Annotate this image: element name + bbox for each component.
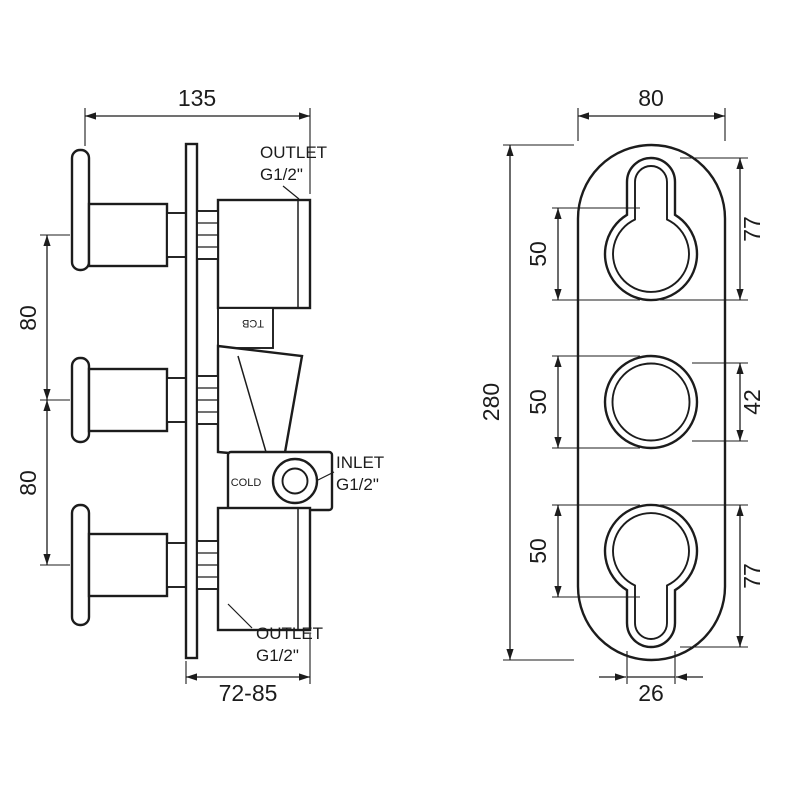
dim-width-135: 135 xyxy=(84,85,311,194)
dim-label: 80 xyxy=(638,85,664,111)
dim-label: 77 xyxy=(739,216,765,242)
cold-marking: COLD xyxy=(231,477,262,489)
port-label: OUTLET xyxy=(256,624,323,643)
tcb-marking: TCB xyxy=(242,317,264,329)
dim-label: 26 xyxy=(638,680,664,706)
handle-neck-bottom xyxy=(166,542,187,588)
dim-mid-inner-42: 42 xyxy=(692,362,765,442)
wall-plate xyxy=(184,142,199,660)
handle-lever-bottom xyxy=(70,503,91,627)
mixer-funnel xyxy=(216,344,304,460)
dim-label: 77 xyxy=(739,563,765,589)
cartridge-top xyxy=(196,210,219,260)
port-label: G1/2" xyxy=(260,165,303,184)
dim-label: 80 xyxy=(15,305,41,331)
body-connector xyxy=(217,307,274,349)
bottom-port-block xyxy=(216,506,312,632)
port-label: OUTLET xyxy=(260,143,327,162)
dim-height-280: 280 xyxy=(478,144,574,661)
dim-label: 50 xyxy=(525,389,551,415)
detail-line xyxy=(237,355,267,453)
cartridge-middle xyxy=(196,375,219,425)
outlet-bottom-label: OUTLET G1/2" xyxy=(227,603,323,665)
handle-top xyxy=(70,148,187,272)
handle-bottom xyxy=(70,503,187,627)
keyhole-inner xyxy=(612,165,690,293)
dim-spacing-top-80: 80 xyxy=(15,234,70,401)
leader-line xyxy=(227,603,253,629)
dim-top-circle-50: 50 xyxy=(525,207,640,301)
keyhole-inner xyxy=(612,512,690,640)
inlet-port-inner xyxy=(281,467,309,495)
leader-line xyxy=(282,185,300,200)
dim-label: 80 xyxy=(15,470,41,496)
dim-bottom-circle-50: 50 xyxy=(525,504,640,598)
side-view: 135 xyxy=(15,85,384,706)
front-view: 80 280 50 xyxy=(478,85,765,706)
dim-label: 280 xyxy=(478,383,504,421)
handle-body-bottom xyxy=(87,532,169,598)
dim-top-keyhole-77: 77 xyxy=(660,157,765,301)
handle-lever-middle xyxy=(70,356,91,444)
top-port-block xyxy=(216,198,312,310)
dim-label: 50 xyxy=(525,241,551,267)
dim-label: 135 xyxy=(178,85,216,111)
handle-lever-top xyxy=(70,148,91,272)
handle-middle xyxy=(70,356,187,444)
bottom-control-keyhole xyxy=(603,503,699,649)
leader-line xyxy=(317,471,335,481)
dim-depth-72-85: 72-85 xyxy=(185,634,311,706)
inlet-label: INLET G1/2" xyxy=(317,453,384,494)
dim-label: 42 xyxy=(739,389,765,415)
handle-body-top xyxy=(87,202,169,268)
dim-mid-circle-50: 50 xyxy=(525,355,640,449)
port-label: G1/2" xyxy=(256,646,299,665)
dim-bottom-keyhole-77: 77 xyxy=(660,504,765,648)
valve-body: TCB COLD xyxy=(196,198,334,632)
outlet-top-label: OUTLET G1/2" xyxy=(260,143,327,200)
dial-inner xyxy=(611,362,691,442)
handle-neck-top xyxy=(166,212,187,258)
dim-slot-width-26: 26 xyxy=(599,651,703,706)
dim-width-80: 80 xyxy=(577,85,726,141)
top-control-keyhole xyxy=(603,156,699,302)
dim-label: 50 xyxy=(525,538,551,564)
handle-body-middle xyxy=(87,367,169,433)
port-label: G1/2" xyxy=(336,475,379,494)
dim-label: 72-85 xyxy=(219,680,278,706)
dim-spacing-bottom-80: 80 xyxy=(15,400,70,566)
middle-control-dial xyxy=(603,354,699,450)
cartridge-bottom xyxy=(196,540,219,590)
handle-neck-middle xyxy=(166,377,187,423)
port-label: INLET xyxy=(336,453,384,472)
